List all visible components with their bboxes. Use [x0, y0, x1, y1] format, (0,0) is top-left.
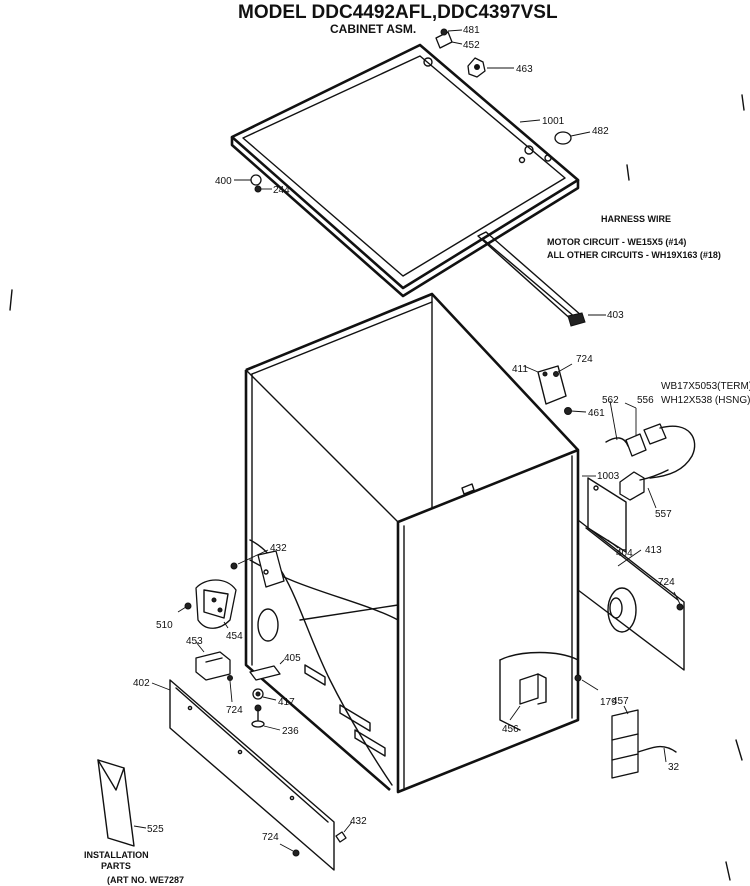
part-label: 724: [658, 577, 675, 588]
access-panel-413: [577, 519, 685, 671]
part-label: 453: [186, 636, 203, 647]
part-label: 724: [262, 832, 279, 843]
part-label: 724: [576, 354, 593, 365]
part-label: 411: [512, 364, 528, 375]
leveling-leg-236: [251, 704, 281, 731]
part-label: 482: [592, 126, 609, 137]
part-label: 452: [463, 40, 480, 51]
part-label: 557: [655, 509, 672, 520]
part-label: 525: [147, 824, 164, 835]
part-label: 562: [602, 395, 619, 406]
harness-strap-403: [477, 231, 606, 327]
top-panel: [230, 43, 580, 298]
connector-hsng: WH12X538 (HSNG): [661, 395, 750, 406]
part-label: 417: [278, 697, 295, 708]
part-label: 510: [156, 620, 173, 631]
part-label: 456: [502, 724, 519, 735]
part-label: 463: [516, 64, 533, 75]
block-457: [611, 705, 677, 779]
installation-art-no: (ART NO. WE7287: [107, 875, 184, 885]
clip-463: [467, 57, 514, 78]
fastener-400-244: [234, 174, 272, 193]
part-label: 405: [284, 653, 301, 664]
harness-other-circuits: ALL OTHER CIRCUITS - WH19X163 (#18): [547, 250, 721, 260]
part-label: 724: [226, 705, 243, 716]
installation-envelope-525: [97, 759, 147, 847]
part-label: 481: [463, 25, 480, 36]
harness-motor-circuit: MOTOR CIRCUIT - WE15X5 (#14): [547, 237, 686, 247]
screw-724-right: [673, 591, 684, 611]
nut-417: [252, 688, 277, 701]
connector-term: WB17X5053(TERM): [661, 381, 750, 392]
model-title: MODEL DDC4492AFL,DDC4397VSL: [238, 2, 558, 23]
part-label: 404: [616, 548, 633, 559]
clip-179: [574, 674, 599, 691]
part-label: 236: [282, 726, 299, 737]
screw-461: [564, 407, 587, 415]
screw-432-bottom: [335, 821, 353, 843]
door-switch-454: [195, 579, 237, 629]
screw-724-bottom: [279, 843, 300, 857]
installation-line2: PARTS: [101, 861, 131, 871]
part-label: 457: [612, 696, 629, 707]
part-label: 179: [600, 697, 617, 708]
hinge-481-452: [435, 28, 463, 49]
bracket-405: [249, 659, 285, 681]
bracket-404: [587, 477, 627, 553]
part-label: 244: [273, 185, 290, 196]
part-label: 413: [645, 545, 662, 556]
installation-line1: INSTALLATION: [84, 850, 149, 860]
part-label: 1003: [597, 471, 620, 482]
bracket-453: [195, 641, 231, 681]
screw-724-left: [227, 675, 233, 703]
subtitle: CABINET ASM.: [330, 22, 416, 36]
part-label: 432: [350, 816, 367, 827]
screw-432-left: [230, 549, 269, 570]
part-label: 32: [668, 762, 680, 773]
part-label: 400: [215, 176, 232, 187]
part-label: 403: [607, 310, 624, 321]
harness-heading: HARNESS WIRE: [601, 214, 671, 224]
part-label: 556: [637, 395, 654, 406]
part-label: 461: [588, 408, 605, 419]
part-label: 432: [270, 543, 287, 554]
plug-482: [554, 131, 591, 145]
bracket-411: [523, 363, 573, 405]
part-label: 1001: [542, 116, 565, 127]
part-label: 402: [133, 678, 150, 689]
cabinet: [244, 292, 580, 794]
screw-510: [177, 602, 192, 613]
power-cord-assembly: [582, 400, 696, 509]
part-label: 454: [226, 631, 243, 642]
toe-kick-402: [151, 679, 335, 871]
